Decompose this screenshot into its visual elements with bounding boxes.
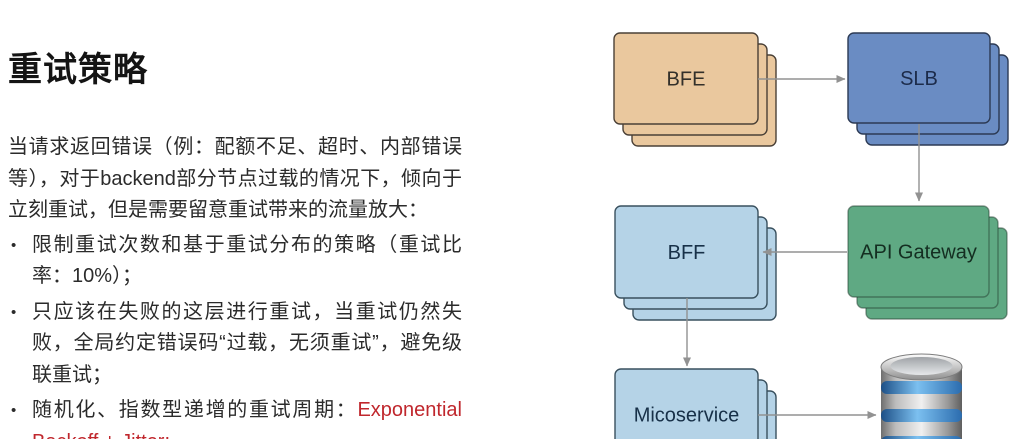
intro-paragraph: 当请求返回错误（例：配额不足、超时、内部错误等），对于backend部分节点过载… <box>8 136 462 221</box>
diagram-node-label-bff: BFF <box>668 242 706 264</box>
list-item: • 只应该在失败的这层进行重试，当重试仍然失败，全局约定错误码“过载，无须重试”… <box>8 297 462 392</box>
diagram-node-slb: SLB <box>847 32 1009 146</box>
diagram-node-label-bfe: BFE <box>667 69 706 91</box>
diagram-node-label-slb: SLB <box>900 68 938 90</box>
bullet-marker: • <box>11 402 17 419</box>
diagram-node-label-api-gateway: API Gateway <box>860 242 977 264</box>
bullet-list: • 限制重试次数和基于重试分布的策略（重试比率：10%）； • 只应该在失败的这… <box>8 230 462 439</box>
bullet-text: 限制重试次数和基于重试分布的策略（重试比率：10%）； <box>32 233 462 288</box>
list-item: • 随机化、指数型递增的重试周期：Exponential Backoff + J… <box>8 395 462 439</box>
diagram-node-api-gateway: API Gateway <box>847 205 1008 320</box>
diagram-node-bfe: BFE <box>613 32 777 147</box>
bullet-text: 随机化、指数型递增的重试周期： <box>32 399 358 421</box>
bullet-marker: • <box>11 236 17 254</box>
diagram-node-microservice: Micoservice <box>614 368 777 439</box>
bullet-text: 只应该在失败的这层进行重试，当重试仍然失败，全局约定错误码“过载，无须重试”，避… <box>32 300 462 386</box>
list-item: • 限制重试次数和基于重试分布的策略（重试比率：10%）； <box>8 230 462 293</box>
page-title: 重试策略 <box>8 51 148 89</box>
diagram-node-label-microservice: Micoservice <box>634 405 740 427</box>
bullet-text-red: Exponential Backoff + Jitter; <box>32 399 462 439</box>
slide-text-column: 重试策略 当请求返回错误（例：配额不足、超时、内部错误等），对于backend部… <box>8 50 462 439</box>
diagram-node-bff: BFF <box>614 205 777 321</box>
database-icon <box>880 353 963 439</box>
bullet-marker: • <box>11 303 17 321</box>
